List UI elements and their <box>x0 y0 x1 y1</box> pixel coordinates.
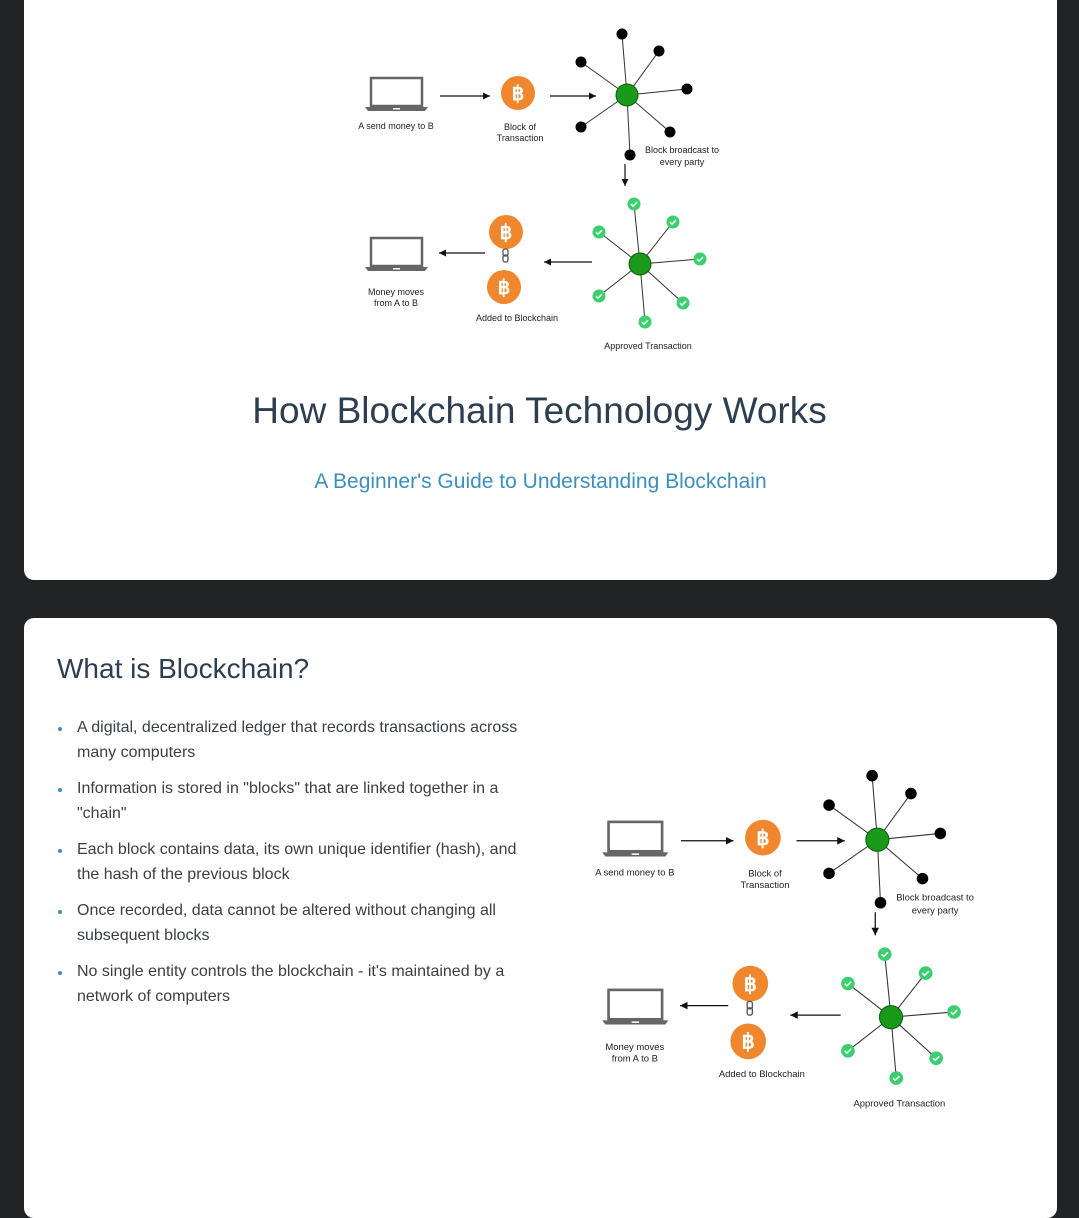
label-added: Added to Blockchain <box>719 1069 805 1080</box>
hub-node-icon <box>865 827 890 852</box>
svg-text:฿: ฿ <box>498 277 511 299</box>
svg-text:฿: ฿ <box>742 1031 755 1054</box>
laptop-icon <box>602 820 669 857</box>
label-sender: A send money to B <box>358 121 434 131</box>
network-node-icon <box>916 872 929 885</box>
label-receiver: from A to B <box>612 1053 658 1064</box>
what-is-blockchain-card <box>24 618 1057 1218</box>
bitcoin-icon: ฿ <box>732 965 769 1002</box>
network-node-icon <box>823 867 835 880</box>
bitcoin-icon: ฿ <box>501 76 535 110</box>
bitcoin-icon: ฿ <box>487 270 521 304</box>
bullet-list: A digital, decentralized ledger that rec… <box>57 716 537 1021</box>
svg-text:฿: ฿ <box>744 973 757 996</box>
network-node-icon <box>653 45 665 57</box>
network-node-icon <box>624 149 636 161</box>
check-node-icon <box>627 197 641 211</box>
network-node-icon <box>874 896 887 909</box>
network-node-icon <box>823 799 835 811</box>
label-broadcast: Block broadcast to <box>645 145 719 155</box>
label-broadcast: every party <box>660 157 705 167</box>
laptop-icon <box>365 76 428 111</box>
chain-link-icon <box>502 248 509 263</box>
network-node-icon <box>664 126 676 138</box>
label-block: Block of <box>748 869 782 880</box>
label-block: Transaction <box>741 880 790 891</box>
laptop-icon <box>602 988 669 1025</box>
hub-node-icon <box>628 252 652 276</box>
check-node-icon <box>592 289 606 303</box>
list-item: Information is stored in "blocks" that a… <box>57 777 537 826</box>
check-node-icon <box>693 252 707 266</box>
svg-text:฿: ฿ <box>500 222 513 244</box>
check-node-icon <box>889 1071 904 1085</box>
list-item: Each block contains data, its own unique… <box>57 838 537 887</box>
label-approved: Approved Transaction <box>853 1098 945 1109</box>
check-node-icon <box>929 1051 943 1065</box>
list-item: A digital, decentralized ledger that rec… <box>57 716 537 765</box>
page-title: How Blockchain Technology Works <box>252 390 827 431</box>
check-node-icon <box>918 966 933 980</box>
label-added: Added to Blockchain <box>476 313 558 323</box>
label-approved: Approved Transaction <box>604 341 692 351</box>
check-node-icon <box>841 976 855 991</box>
network-node-icon <box>934 827 947 840</box>
check-node-icon <box>638 315 652 329</box>
hub-node-icon <box>878 1005 904 1030</box>
label-block: Transaction <box>497 133 544 143</box>
check-node-icon <box>676 296 690 310</box>
list-item: No single entity controls the blockchain… <box>57 960 537 1009</box>
check-node-icon <box>877 947 892 962</box>
hub-node-icon <box>615 83 639 107</box>
bitcoin-icon: ฿ <box>730 1023 767 1060</box>
label-receiver: Money moves <box>605 1042 664 1053</box>
network-node-icon <box>616 28 628 40</box>
bitcoin-icon: ฿ <box>489 215 523 249</box>
chain-link-icon <box>746 1000 754 1016</box>
network-node-icon <box>575 121 587 133</box>
bitcoin-icon: ฿ <box>745 819 781 856</box>
network-node-icon <box>681 83 693 95</box>
hero-card <box>24 0 1057 580</box>
network-node-icon <box>905 787 917 800</box>
label-receiver: from A to B <box>374 298 418 308</box>
laptop-icon <box>365 236 428 271</box>
network-node-icon <box>866 769 878 782</box>
section-heading: What is Blockchain? <box>57 653 310 684</box>
check-node-icon <box>666 215 680 229</box>
label-broadcast: every party <box>912 905 959 916</box>
label-sender: A send money to B <box>595 867 674 878</box>
svg-text:฿: ฿ <box>512 83 525 105</box>
check-node-icon <box>841 1043 855 1058</box>
check-node-icon <box>592 225 606 239</box>
label-receiver: Money moves <box>368 287 425 297</box>
svg-text:฿: ฿ <box>756 827 769 850</box>
label-broadcast: Block broadcast to <box>896 893 974 904</box>
page-subtitle: A Beginner's Guide to Understanding Bloc… <box>314 470 767 493</box>
network-node-icon <box>575 56 587 68</box>
label-block: Block of <box>504 122 537 132</box>
list-item: Once recorded, data cannot be altered wi… <box>57 899 537 948</box>
check-node-icon <box>947 1005 961 1019</box>
